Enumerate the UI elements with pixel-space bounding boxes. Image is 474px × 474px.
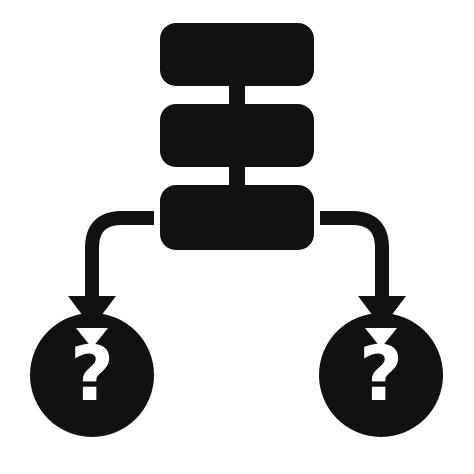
- right-notch: [365, 328, 397, 348]
- right-question-mark-icon: ?: [359, 329, 403, 418]
- left-question-mark-icon: ?: [70, 329, 114, 418]
- top-block: [160, 23, 314, 86]
- right-branch-line: [320, 211, 389, 300]
- bottom-block: [160, 185, 314, 250]
- middle-block: [160, 104, 314, 167]
- left-outcome-circle: [30, 313, 154, 437]
- left-notch: [76, 328, 108, 348]
- left-branch-line: [85, 211, 154, 300]
- right-arrow-head-icon: [358, 296, 406, 328]
- left-arrow-head-icon: [68, 296, 116, 328]
- right-outcome-circle: [319, 313, 443, 437]
